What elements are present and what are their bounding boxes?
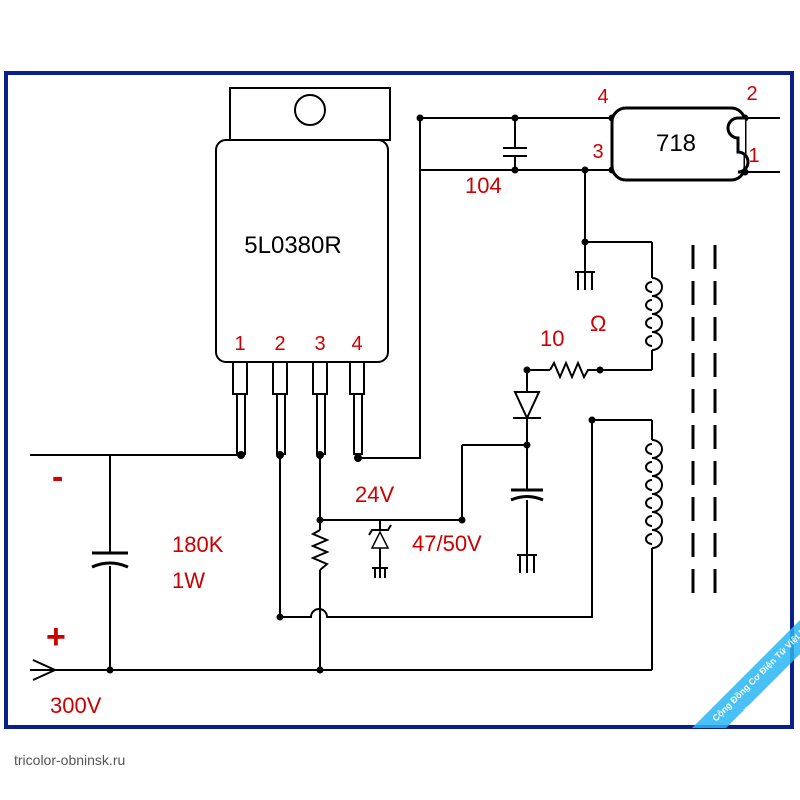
ground-symbol-aux bbox=[517, 554, 537, 573]
auxiliary-winding bbox=[645, 242, 663, 370]
input-arrow-icon bbox=[32, 659, 58, 681]
junction-dot bbox=[523, 441, 531, 449]
resistor-180k bbox=[310, 529, 330, 571]
ic-pin-3-label: 3 bbox=[314, 333, 325, 355]
label-ohm: Ω bbox=[590, 311, 606, 336]
opto-pin-3-label: 3 bbox=[592, 141, 603, 163]
ic-pin-2-leg bbox=[276, 393, 286, 455]
wires bbox=[30, 117, 780, 671]
ic-pin-1-leg bbox=[236, 393, 246, 455]
label-cap-47-50v: 47/50V bbox=[412, 531, 482, 556]
opto-notch bbox=[726, 116, 750, 174]
opto-pin-4-label: 4 bbox=[597, 86, 608, 108]
opto-pin-2-label: 2 bbox=[746, 83, 757, 105]
footer-site: tricolor-obninsk.ru bbox=[14, 752, 125, 768]
junction-dot bbox=[276, 451, 284, 459]
watermark-badge: Cộng Đồng Cơ Điện Tử Việt Nam codientu.o… bbox=[692, 616, 800, 728]
zener-diode-24v bbox=[368, 524, 392, 549]
junction-dot bbox=[106, 666, 114, 674]
ic-pin-1 bbox=[232, 361, 248, 395]
junction-dot bbox=[511, 114, 519, 122]
resistor-10-ohm bbox=[549, 360, 600, 380]
ic-pin-4-label: 4 bbox=[351, 333, 362, 355]
diode bbox=[513, 391, 541, 421]
junction-dot bbox=[581, 238, 589, 246]
junction-dot bbox=[276, 613, 284, 621]
opto-name: 718 bbox=[656, 130, 696, 157]
transformer-core bbox=[691, 245, 717, 595]
capacitor-47-50v bbox=[510, 488, 544, 502]
diagram-frame bbox=[4, 71, 794, 729]
ic-pin-3 bbox=[312, 361, 328, 395]
primary-winding bbox=[645, 420, 663, 585]
junction-dot bbox=[316, 666, 324, 674]
ic-pin-2 bbox=[272, 361, 288, 395]
label-resistor-10: 10 bbox=[540, 326, 564, 351]
optocoupler-718: 718 4 3 2 1 bbox=[592, 83, 760, 182]
ic-5l0380r: 5L0380R 1 2 3 4 bbox=[215, 87, 391, 455]
junction-dot bbox=[237, 451, 245, 459]
label-plus: + bbox=[46, 618, 66, 656]
capacitor-104 bbox=[503, 147, 527, 157]
label-res-1w: 1W bbox=[172, 568, 205, 593]
ic-pin-3-leg bbox=[316, 393, 326, 455]
junction-dot bbox=[354, 454, 362, 462]
label-res-180k: 180K bbox=[172, 532, 224, 557]
label-minus: - bbox=[52, 458, 63, 496]
label-cap-104: 104 bbox=[465, 173, 502, 198]
ic-name: 5L0380R bbox=[244, 232, 341, 259]
junction-dot bbox=[458, 516, 466, 524]
main-capacitor bbox=[91, 551, 129, 569]
ic-mount-hole bbox=[294, 94, 326, 126]
opto-pin-1-label: 1 bbox=[748, 145, 759, 167]
label-zener-24v: 24V bbox=[355, 482, 394, 507]
ic-pin-4 bbox=[349, 361, 365, 395]
ic-pin-4-leg bbox=[353, 393, 363, 455]
junction-dot bbox=[588, 416, 596, 424]
junction-dot bbox=[523, 366, 531, 374]
ic-body bbox=[215, 139, 389, 363]
junction-dot bbox=[511, 166, 519, 174]
junction-dot bbox=[581, 166, 589, 174]
ground-symbol-opto bbox=[575, 271, 595, 290]
junction-dot bbox=[316, 516, 324, 524]
ground-symbol-zener bbox=[372, 567, 388, 578]
ic-pin-2-label: 2 bbox=[274, 333, 285, 355]
label-300v: 300V bbox=[50, 693, 102, 718]
junction-dot bbox=[316, 451, 324, 459]
junction-dot bbox=[416, 114, 424, 122]
pin2-return-wire bbox=[280, 419, 652, 618]
ic-pin-1-label: 1 bbox=[234, 333, 245, 355]
